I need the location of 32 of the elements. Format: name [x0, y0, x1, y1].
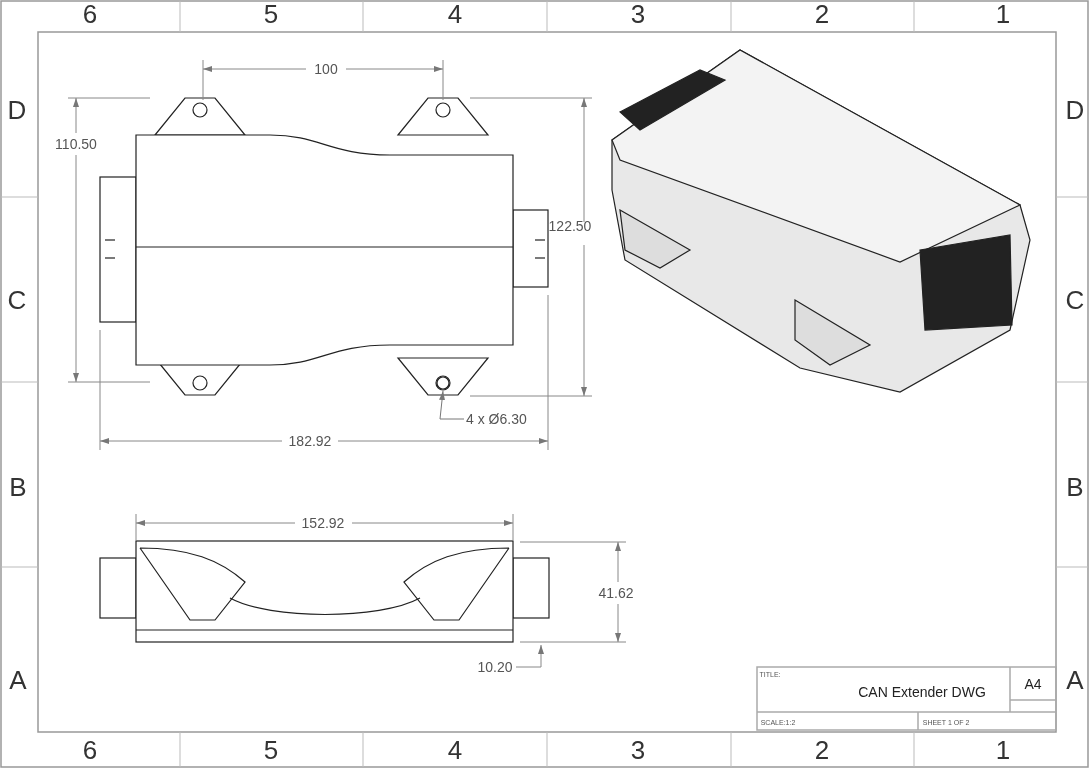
dimension-text: 152.92 — [301, 516, 345, 530]
zone-number: 5 — [263, 737, 279, 763]
zone-number: 5 — [263, 1, 279, 27]
callout-text: 4 x Ø6.30 — [466, 410, 540, 428]
zone-number: 2 — [814, 737, 830, 763]
zone-number: 1 — [995, 1, 1011, 27]
dimension-text: 10.20 — [477, 660, 513, 674]
zone-letter: A — [9, 667, 27, 693]
zone-number: 6 — [82, 737, 98, 763]
zone-number: 4 — [447, 1, 463, 27]
dimension-text: 182.92 — [288, 434, 332, 448]
zone-letter: B — [1066, 474, 1084, 500]
drawing-title: CAN Extender DWG — [858, 685, 986, 699]
zone-number: 1 — [995, 737, 1011, 763]
zone-number: 3 — [630, 737, 646, 763]
zone-letter: A — [1066, 667, 1084, 693]
zone-letter: C — [1065, 287, 1085, 313]
zone-number: 4 — [447, 737, 463, 763]
dimension-text: 100 — [314, 62, 338, 76]
dimension-text: 41.62 — [598, 586, 634, 600]
zone-letter: B — [9, 474, 27, 500]
dimension-text: 110.50 — [55, 137, 97, 151]
sheet-size: A4 — [1024, 677, 1042, 691]
zone-number: 6 — [82, 1, 98, 27]
leader-line — [439, 390, 465, 420]
zone-number: 2 — [814, 1, 830, 27]
mounting-hole — [436, 376, 450, 390]
zone-letter: D — [7, 97, 27, 123]
dimension-text: 122.50 — [548, 219, 592, 233]
zone-letter: D — [1065, 97, 1085, 123]
zone-letter: C — [7, 287, 27, 313]
zone-number: 3 — [630, 1, 646, 27]
